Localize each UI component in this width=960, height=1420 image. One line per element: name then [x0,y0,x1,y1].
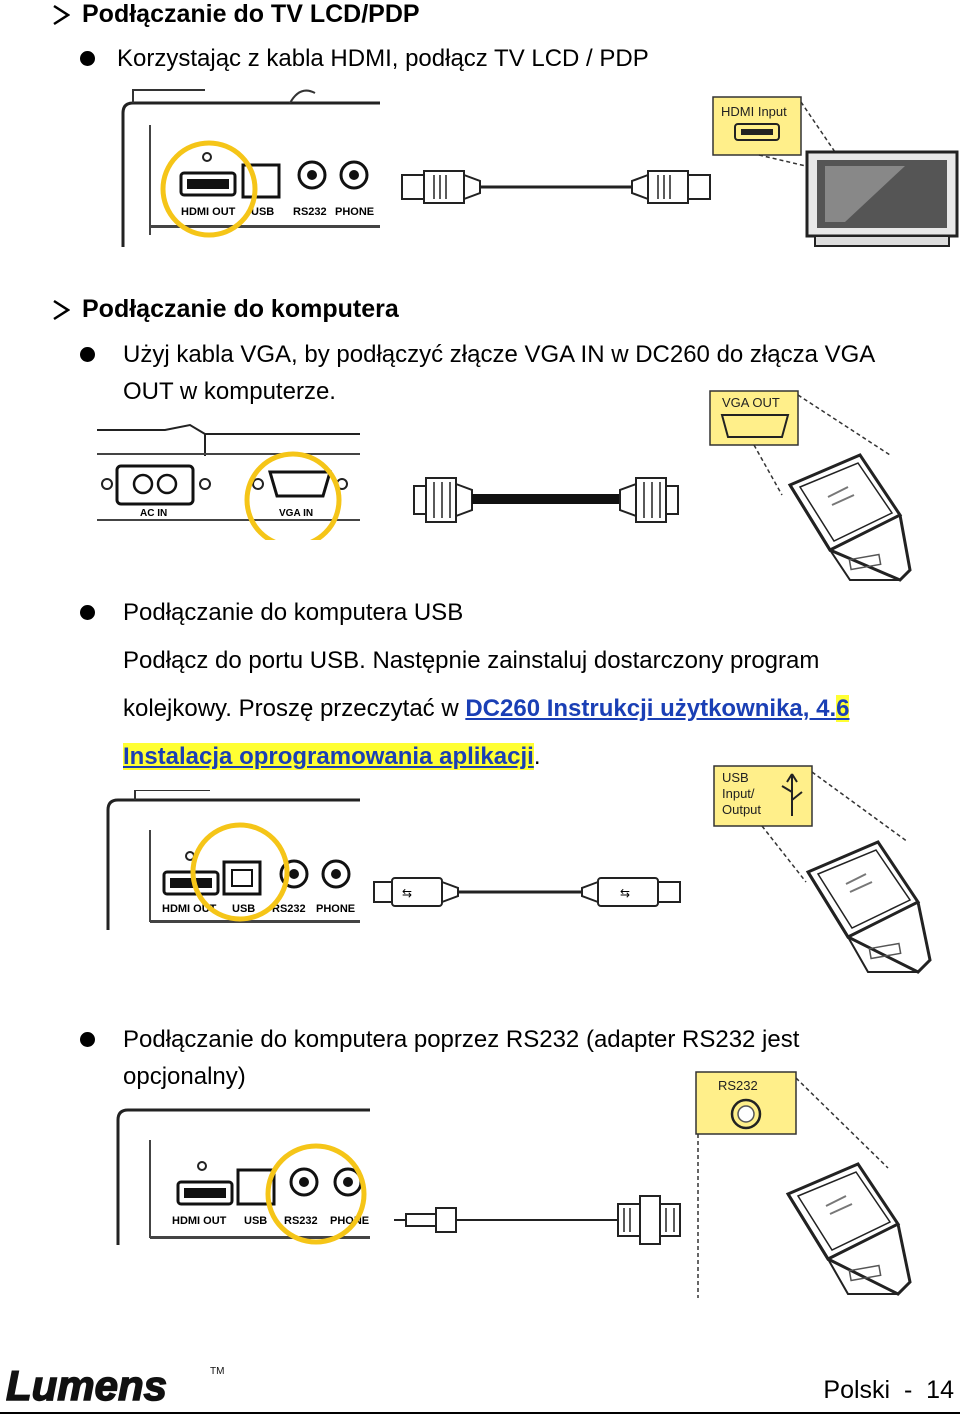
port-label-vga-in: VGA IN [279,508,313,519]
port-label-usb: USB [244,1215,267,1227]
tv-monitor-icon: HDMI Input [712,96,959,247]
bullet-pc-line1: Użyj kabla VGA, by podłączyć złącze VGA … [123,341,876,368]
usb-para-line1: Podłącz do portu USB. Następnie zainstal… [123,647,820,674]
vga-cable-icon [413,477,679,523]
bullet-rs232: Podłączanie do komputera poprzez RS232 (… [80,1021,799,1095]
usb-para-line3: Instalacja oprogramowania aplikacji. [123,733,933,781]
manual-link-part2: 6 [836,695,850,722]
usb-para-line2: kolejkowy. Proszę przeczytać w DC260 Ins… [123,685,933,733]
device-back-panel-tv: HDMI OUT USB RS232 PHONE [121,89,380,247]
svg-text:⇆: ⇆ [402,886,412,900]
rs232-cable-icon [394,1195,681,1245]
bullet-pc-line2: OUT w komputerze. [123,378,336,405]
highlight-circle [160,140,258,238]
bullet-rs232-line1: Podłączanie do komputera poprzez RS232 (… [123,1026,800,1053]
port-label-usb: USB [232,903,255,915]
footer-divider [0,1412,960,1414]
port-label-usb: USB [251,206,274,218]
laptop-rs232-icon: RS232 [695,1071,912,1298]
manual-link-line2-text: Instalacja oprogramowania aplikacji [123,743,534,770]
port-label-rs232: RS232 [293,206,327,218]
bullet-dot-icon [80,51,95,66]
bullet-dot-icon [80,347,95,362]
device-back-panel-rs232: HDMI OUT USB RS232 PHONE [116,1108,370,1245]
highlight-circle [244,451,342,540]
usb-para-line2-prefix: kolejkowy. Proszę przeczytać w [123,695,466,722]
usb-symbol-icon [781,773,803,816]
port-label-rs232: RS232 [284,1215,318,1227]
usb-para-end: . [533,743,541,770]
manual-link-part1: DC260 Instrukcji użytkownika, 4. [465,695,837,722]
heading-pc: Podłączanie do komputera [52,295,399,324]
heading-tv: Podłączanie do TV LCD/PDP [52,0,420,29]
port-label-hdmi: HDMI OUT [162,903,217,915]
highlight-circle [265,1143,367,1245]
bullet-tv-text: Korzystając z kabla HDMI, podłącz TV LCD… [117,45,649,72]
bullet-tv: Korzystając z kabla HDMI, podłącz TV LCD… [80,40,649,77]
port-label-rs232: RS232 [272,903,306,915]
port-label-phone: PHONE [335,206,374,218]
port-label-hdmi: HDMI OUT [181,206,236,218]
device-panel-vga: AC IN VGA IN [97,423,360,540]
arrow-bullet-icon [53,299,70,320]
port-label-hdmi: HDMI OUT [172,1215,227,1227]
laptop-label-rs232: RS232 [718,1078,758,1093]
bullet-pc: Użyj kabla VGA, by podłączyć złącze VGA … [80,336,875,410]
tv-label-hdmi-input: HDMI Input [721,104,787,119]
heading-tv-text: Podłączanie do TV LCD/PDP [82,0,420,28]
port-label-phone: PHONE [316,903,355,915]
bullet-usb: Podłączanie do komputera USB [80,594,463,631]
logo-text: Lumens [6,1362,167,1408]
manual-link[interactable]: DC260 Instrukcji użytkownika, 4.6 [465,695,850,722]
svg-text:⇆: ⇆ [620,886,630,900]
hdmi-cable-icon [401,170,711,204]
lumens-logo: Lumens TM [6,1362,224,1408]
usb-cable-icon: ⇆ ⇆ [373,877,681,907]
laptop-label-vga-out: VGA OUT [722,395,780,410]
device-back-panel-usb: HDMI OUT USB RS232 PHONE [106,790,360,930]
bullet-usb-text: Podłączanie do komputera USB [123,599,464,626]
manual-link-line2[interactable]: Instalacja oprogramowania aplikacji [123,743,534,770]
highlight-circle [190,822,290,922]
bullet-rs232-line2: opcjonalny) [123,1063,246,1090]
laptop-label-usb-3: Output [722,802,761,817]
bullet-dot-icon [80,1032,95,1047]
arrow-bullet-icon [53,4,70,25]
page-number: Polski - 14 [823,1376,954,1404]
port-label-ac-in: AC IN [140,508,167,519]
heading-pc-text: Podłączanie do komputera [82,295,399,323]
bullet-dot-icon [80,605,95,620]
logo-tm: TM [210,1366,224,1377]
laptop-vga-icon: VGA OUT [709,390,912,582]
usb-paragraph: Podłącz do portu USB. Następnie zainstal… [123,637,933,781]
laptop-label-usb-2: Input/ [722,786,755,801]
laptop-label-usb-1: USB [722,770,749,785]
laptop-usb-icon: USB Input/ Output [713,765,932,974]
